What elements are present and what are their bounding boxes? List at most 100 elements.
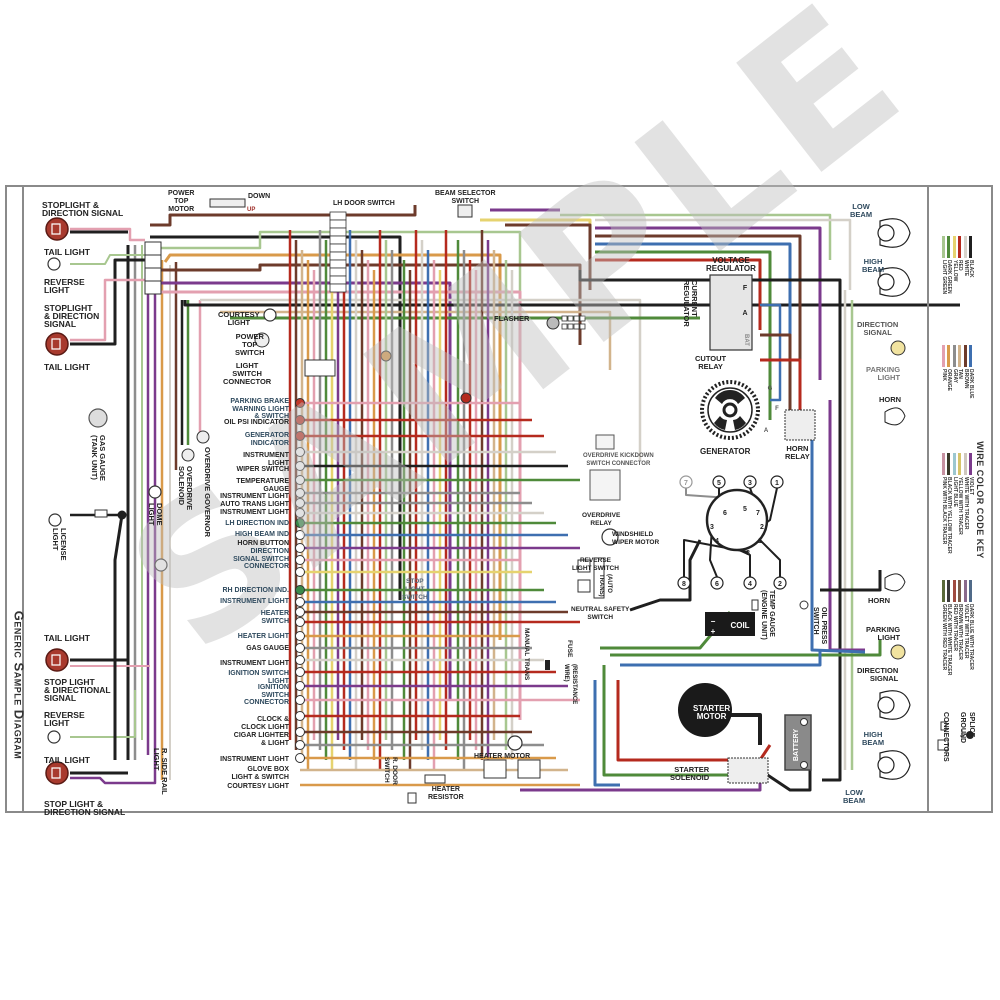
wire-red-regulator	[760, 358, 802, 420]
generator-terminal-g: G	[768, 386, 773, 392]
wire-swatch	[952, 236, 956, 258]
flasher-connector-icon	[573, 315, 580, 322]
wire-swatch	[963, 580, 967, 602]
label-stoplight-direction-signal-lh-2: STOPLIGHT & DIRECTION SIGNAL	[44, 303, 100, 329]
wire-top-6	[150, 290, 522, 720]
cluster-label: RH DIRECTION IND.	[222, 587, 290, 594]
wire-lightgreen-rear	[70, 254, 145, 265]
coil-plus: +	[711, 627, 716, 636]
parking-light-top-icon	[890, 340, 906, 356]
label-parking-light-top: PARKING LIGHT	[866, 365, 901, 382]
label-gas-gauge-tank: GAS GAUGE (TANK UNIT)	[90, 435, 107, 481]
heater-motor-connector-icon	[483, 759, 507, 779]
ignition-coil-icon	[705, 612, 755, 636]
plug-wire-number: 5	[717, 480, 721, 487]
r-door-switch-icon	[407, 792, 417, 804]
wire-top-4	[150, 263, 582, 345]
bulb-circle	[295, 518, 305, 528]
regulator-terminal-f: F	[743, 285, 748, 292]
bulb-circle	[295, 643, 305, 653]
label-overdrive-governor: OVERDRIVE GOVERNOR	[203, 447, 212, 538]
wire-swatch	[952, 345, 956, 367]
wire-name: PINK WITH BLACK TRACER	[940, 477, 947, 545]
label-r-door-switch: R. DOOR SWITCH	[383, 757, 398, 785]
plug-wire-number-icon	[743, 475, 757, 489]
label-manual-trans: MANUAL TRANS	[523, 628, 530, 681]
wire-black-battery	[759, 768, 812, 792]
high-beam-top-icon	[877, 267, 911, 297]
plug-wire-number-icon	[773, 576, 787, 590]
wire-black-coil	[629, 539, 702, 612]
distributor-terminal-number: 5	[743, 506, 747, 513]
bulb-circle	[295, 431, 305, 441]
plug-wire-number: 7	[684, 480, 688, 487]
wire-violet-rear	[70, 760, 157, 785]
distributor-terminal-number: 8	[746, 550, 750, 557]
wire-name: PINK	[940, 369, 947, 381]
cluster-label: INSTRUMENT LIGHT	[220, 598, 289, 605]
cluster-label: INSTRUMENT LIGHT	[220, 493, 289, 500]
label-beam-selector-switch: BEAM SELECTOR SWITCH	[435, 190, 496, 205]
tail-light-lh-2-icon-body	[45, 332, 69, 356]
label-heater-motor: HEATER MOTOR	[474, 753, 531, 760]
bulb-circle	[295, 631, 305, 641]
label-neutral-safety-switch: NEUTRAL SAFETY SWITCH	[571, 606, 630, 621]
tail-light-lh-1-icon-filament	[51, 223, 61, 235]
bulb-circle	[295, 585, 305, 595]
bulb-circle	[295, 488, 305, 498]
lh-door-switch-connector-icon	[329, 219, 347, 229]
wire-violet-front	[595, 226, 822, 380]
bulb-circle	[295, 447, 305, 457]
plug-wire-number: 8	[682, 581, 686, 588]
label-power-top-switch: POWER TOP SWITCH	[235, 332, 265, 357]
rear-harness-connector-icon	[144, 267, 162, 282]
battery-positive-icon	[800, 761, 808, 769]
lh-door-switch-connector-icon	[329, 243, 347, 253]
instrument-bulb-icon	[295, 753, 305, 763]
instrument-bulb-icon	[295, 607, 305, 617]
ground-icon	[960, 730, 964, 737]
instrument-bulb-icon	[295, 681, 305, 691]
instrument-bulb-icon	[295, 567, 305, 577]
generator-pole	[714, 416, 727, 430]
label-stop-light-directional-signal-rh: STOP LIGHT & DIRECTIONAL SIGNAL	[44, 677, 111, 703]
wire-violet-front-trunk	[828, 400, 865, 652]
distributor-terminal-number: 6	[723, 510, 727, 517]
instrument-bulb-icon	[295, 431, 305, 441]
courtesy-light-icon	[263, 308, 277, 322]
voltage-regulator-icon	[709, 274, 753, 351]
flasher-connector-icon	[561, 323, 568, 330]
tail-light-rh-1-icon-filament	[51, 654, 61, 666]
generator-pole	[715, 389, 745, 404]
low-beam-bottom-icon	[877, 750, 911, 780]
wire-name: WHITE	[962, 260, 969, 277]
cluster-label: OIL PSI INDICATOR	[224, 419, 289, 426]
splice-red-icon	[460, 392, 472, 404]
bulb-circle	[295, 727, 305, 737]
horn-top-icon	[884, 407, 906, 426]
bulb-circle	[295, 667, 305, 677]
label-dome-light: DOME LIGHT	[147, 503, 164, 526]
rear-harness-connector-icon	[144, 241, 162, 256]
label-direction-signal-top: DIRECTION SIGNAL	[857, 320, 899, 337]
heater-motor-icon	[507, 735, 523, 751]
instrument-bulb-icon	[295, 695, 305, 705]
wire-black-rear-2	[70, 258, 145, 346]
wire-black-horn	[820, 570, 882, 592]
light-switch-connector-icon	[304, 359, 336, 377]
wire-plug-2	[759, 539, 781, 577]
instrument-bulb-icon	[295, 655, 305, 665]
legend-symbols	[937, 721, 974, 751]
wire-name: BROWN	[962, 369, 969, 389]
wire-green-front	[595, 250, 772, 420]
bulb-circle	[295, 695, 305, 705]
high-beam-bottom-icon	[877, 690, 911, 720]
cluster-label: CIGAR LIGHTER & LIGHT	[233, 732, 289, 747]
wire-blue-front-trunk	[810, 420, 866, 654]
wire-top-0	[150, 205, 417, 227]
instrument-bulb-icon	[295, 530, 305, 540]
neutral-safety-switch-icon	[577, 579, 591, 593]
license-connector-icon	[94, 509, 108, 518]
connector-multi-icon	[937, 739, 949, 751]
